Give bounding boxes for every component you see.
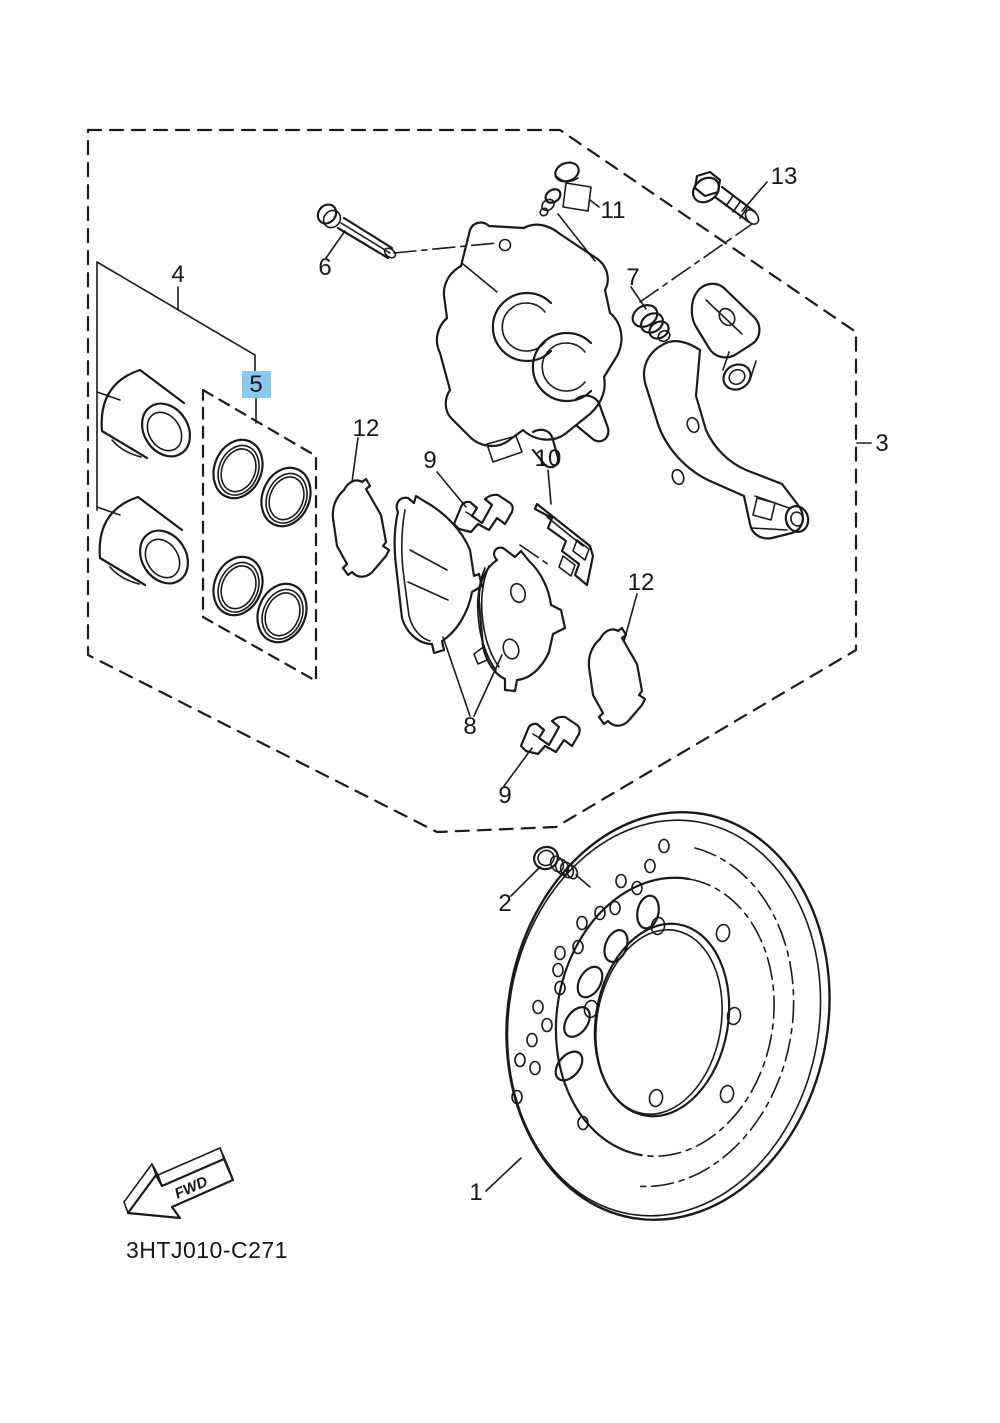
callout-12a: 12 (353, 415, 380, 442)
disc-vent-holes (511, 838, 670, 1131)
callout-8: 8 (463, 713, 476, 740)
callout-10: 10 (535, 445, 562, 472)
seal-kit-box (201, 388, 318, 683)
brake-pad-left (393, 494, 484, 655)
bracket-bolt (691, 170, 760, 225)
disc-mounting-bolt (533, 845, 579, 880)
callout-9b: 9 (498, 782, 511, 809)
callout-3: 3 (875, 430, 888, 457)
callout-5: 5 (249, 371, 262, 398)
brake-pad-right (473, 546, 567, 693)
callout-labels: 1 2 3 4 5 6 7 8 9 9 10 11 12 12 13 (171, 163, 888, 1206)
callout-11: 11 (601, 197, 626, 224)
pad-clip-lower (519, 715, 581, 756)
piston-seal-rings (203, 431, 321, 651)
callout-9a: 9 (423, 447, 436, 474)
callout-6: 6 (318, 254, 331, 281)
bleed-screw (539, 161, 592, 217)
slide-pin-bolt (316, 203, 397, 260)
caliper-bracket (642, 282, 810, 540)
bracket-bolt-hole (718, 307, 736, 327)
caliper-plug (631, 304, 671, 343)
callout-12b: 12 (628, 569, 655, 596)
pad-spring-plate (533, 502, 595, 587)
callout-4: 4 (171, 261, 184, 288)
disc-vent-slots (554, 894, 660, 1082)
caliper-bore-upper (491, 291, 553, 363)
disc-outer-edge (505, 811, 831, 1221)
caliper-body (435, 221, 623, 469)
callout-13: 13 (771, 163, 798, 190)
caliper-ear-hole (498, 238, 512, 252)
pad-clip-upper (452, 493, 514, 534)
disc-bolt-holes (583, 916, 742, 1108)
piston-group-bracket (96, 261, 257, 516)
callout-5-highlight (242, 371, 271, 398)
callout-2: 2 (498, 890, 511, 917)
kit-outline (86, 128, 858, 834)
fwd-arrow-icon: FWD (123, 1147, 235, 1220)
assembly-centerlines (393, 213, 753, 568)
callout-7: 7 (626, 264, 639, 291)
caliper-piston-lower (98, 495, 199, 594)
callout-1: 1 (469, 1179, 482, 1206)
disc-hub-flange (554, 876, 691, 1157)
callout-leaders (325, 181, 872, 1192)
part-code: 3HTJ010-C271 (126, 1237, 288, 1263)
brake-disc (505, 811, 831, 1221)
caliper-piston-upper (100, 368, 201, 467)
pad-shim-left (331, 477, 391, 578)
caliper-bore-lower (531, 331, 593, 403)
pad-shim-right (587, 626, 647, 727)
